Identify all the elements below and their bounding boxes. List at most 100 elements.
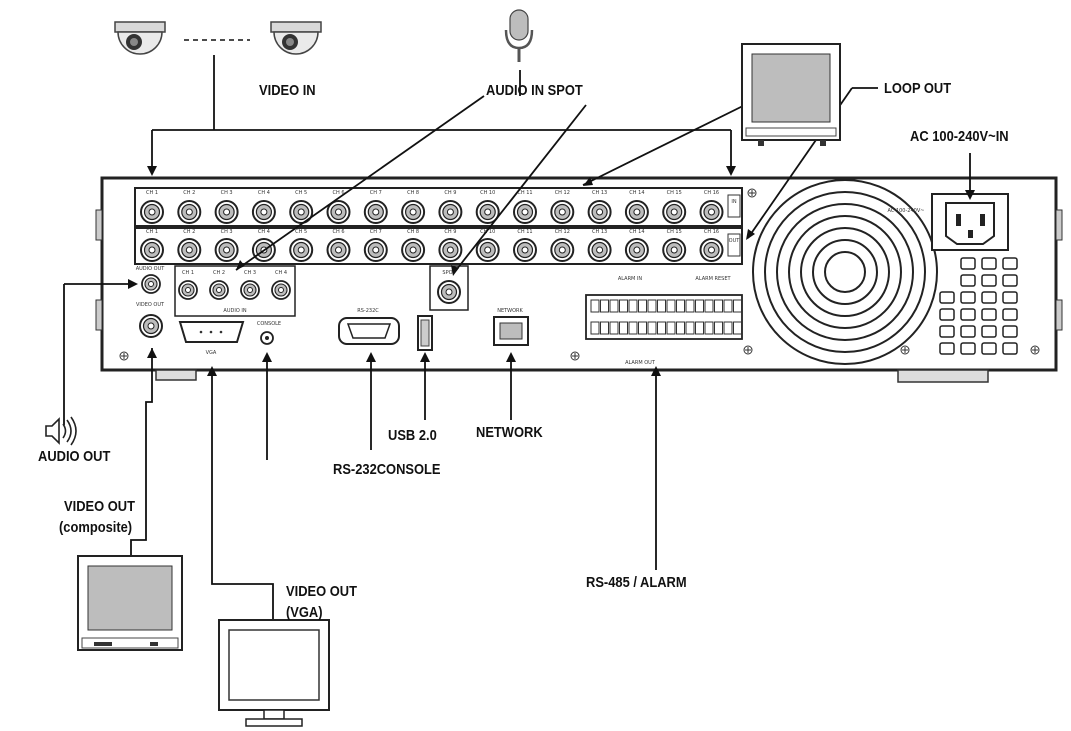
terminal-screw (714, 299, 723, 313)
ac-in-label: AC 100-240V~IN (910, 128, 1009, 145)
terminal-screw (666, 321, 676, 335)
terminal-screw (676, 321, 685, 335)
loop-out-bnc (587, 238, 612, 262)
terminal-screw (695, 299, 704, 313)
terminal-screw (676, 299, 685, 313)
loop-out-bnc (550, 238, 575, 262)
svg-text:ALARM IN: ALARM IN (618, 276, 643, 282)
video-in-bnc (401, 200, 426, 224)
vent-slot (1002, 308, 1018, 321)
terminal-screw (723, 299, 733, 313)
loop-out-ch-label: CH 8 (407, 229, 419, 235)
video-in-ch-label: CH 15 (667, 190, 682, 196)
vent-slot (1002, 291, 1018, 304)
terminal-screw (685, 299, 695, 313)
vent-slot (981, 308, 997, 321)
network-label: NETWORK (476, 424, 543, 441)
loop-out-ch-label: CH 3 (221, 229, 233, 235)
video-out-vga-label-1: VIDEO OUT (286, 583, 357, 600)
svg-text:AC 100-240V~: AC 100-240V~ (888, 208, 925, 214)
video-in-bnc (550, 200, 575, 224)
loop-out-ch-label: CH 5 (295, 229, 307, 235)
terminal-screw (714, 321, 723, 335)
terminal-screw (685, 321, 695, 335)
svg-text:ALARM OUT: ALARM OUT (625, 360, 656, 366)
video-in-ch-label: CH 11 (517, 190, 532, 196)
loop-out-ch-label: CH 11 (517, 229, 532, 235)
terminal-screw (628, 321, 638, 335)
video-in-bnc (699, 200, 724, 224)
microphone-icon (504, 9, 534, 62)
vent-slot (939, 308, 955, 321)
terminal-screw (733, 321, 742, 335)
video-in-ch-label: CH 6 (332, 190, 344, 196)
rs485-alarm-label: RS-485 / ALARM (586, 574, 687, 591)
loop-out-ch-label: CH 15 (667, 229, 682, 235)
vent-slot (981, 325, 997, 338)
loop-out-bnc (513, 238, 537, 262)
audio-in-ch-label: CH 4 (275, 270, 287, 276)
loop-out-bnc (662, 238, 687, 262)
video-in-bnc (214, 200, 239, 224)
video-in-ch-label: CH 8 (407, 190, 419, 196)
connection-lines (63, 55, 971, 620)
terminal-screw (666, 299, 676, 313)
audio-in-bnc (240, 280, 260, 300)
video-out-composite-label-1: VIDEO OUT (64, 498, 135, 515)
vent-slot (1002, 342, 1018, 355)
video-in-ch-label: CH 1 (146, 190, 158, 196)
console-port: CONSOLE (257, 321, 281, 345)
video-in-ch-label: CH 3 (221, 190, 233, 196)
vent-slot (1002, 325, 1018, 338)
terminal-screw (590, 299, 600, 313)
audio-in-bnc (209, 280, 229, 300)
svg-text:VIDEO OUT: VIDEO OUT (136, 302, 165, 308)
audio-in-bnc (178, 280, 198, 300)
video-in-ch-label: CH 13 (592, 190, 607, 196)
svg-text:CONSOLE: CONSOLE (257, 321, 281, 327)
vent-slot (960, 308, 976, 321)
terminal-screw (657, 299, 666, 313)
side-in-label: IN (731, 199, 736, 205)
video-out-port: VIDEO OUT (136, 302, 165, 338)
vent-slot (960, 257, 976, 270)
audio-in-ch-label: CH 3 (244, 270, 256, 276)
svg-text:AUDIO OUT: AUDIO OUT (136, 266, 166, 272)
loop-out-ch-label: CH 14 (629, 229, 644, 235)
terminal-screw (600, 321, 609, 335)
video-in-bnc (624, 200, 649, 224)
vent-grid (939, 257, 1018, 355)
vent-slot (939, 325, 955, 338)
video-in-ch-label: CH 2 (183, 190, 195, 196)
video-in-ch-label: CH 5 (295, 190, 307, 196)
loop-out-bnc (140, 238, 164, 262)
video-in-bnc (438, 200, 463, 224)
video-in-ch-label: CH 4 (258, 190, 270, 196)
loop-out-bnc (475, 238, 500, 262)
loop-out-ch-label: CH 4 (258, 229, 270, 235)
video-in-bnc (251, 200, 276, 224)
video-in-ch-label: CH 10 (480, 190, 495, 196)
terminal-screw (638, 299, 647, 313)
audio-out-port: AUDIO OUT (136, 266, 166, 294)
composite-monitor-icon (77, 555, 183, 651)
terminal-screw (647, 321, 657, 335)
video-in-bnc (177, 200, 202, 224)
video-in-ch-label: CH 14 (629, 190, 644, 196)
video-out-composite-label-2: (composite) (59, 519, 133, 536)
fan-grille (752, 179, 938, 365)
vent-slot (981, 274, 997, 287)
loop-out-ch-label: CH 9 (444, 229, 456, 235)
loop-out-ch-label: CH 7 (370, 229, 382, 235)
video-in-label: VIDEO IN (259, 82, 316, 99)
vent-slot (1002, 257, 1018, 270)
svg-text:NETWORK: NETWORK (497, 308, 523, 314)
audio-in-ch-label: CH 2 (213, 270, 225, 276)
loop-out-bnc (363, 238, 388, 262)
video-in-bnc (363, 200, 388, 224)
video-out-vga-label-2: (VGA) (286, 604, 323, 621)
terminal-screw (590, 321, 600, 335)
video-in-bnc (513, 200, 537, 224)
video-in-ch-label: CH 9 (444, 190, 456, 196)
